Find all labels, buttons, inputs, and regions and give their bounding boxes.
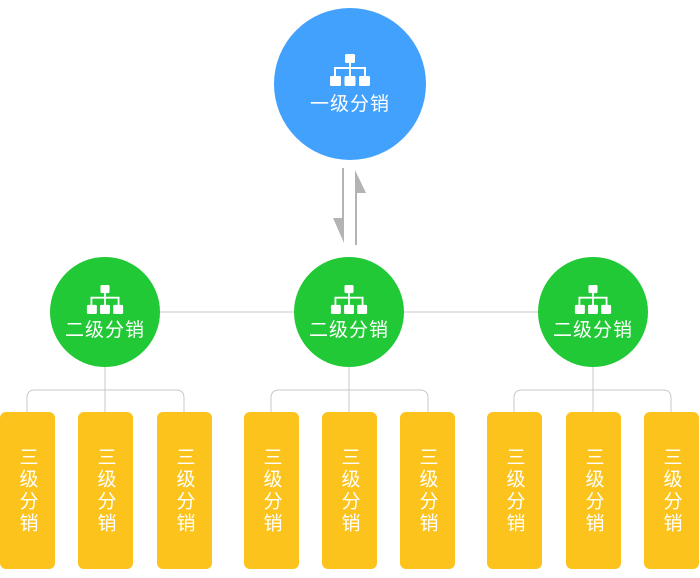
level3-node: 三级分销: [78, 412, 133, 569]
hierarchy-icon: [86, 284, 124, 315]
level2-node: 二级分销: [538, 257, 648, 367]
level3-label: 三级分销: [94, 446, 117, 535]
level1-node: 一级分销: [274, 8, 426, 160]
tree-connector-group-3: [513, 367, 672, 412]
level3-node: 三级分销: [487, 412, 542, 569]
level3-label: 三级分销: [16, 446, 39, 535]
level3-node: 三级分销: [322, 412, 377, 569]
level3-node: 三级分销: [644, 412, 699, 569]
level2-node: 二级分销: [294, 257, 404, 367]
level3-node: 三级分销: [0, 412, 55, 569]
level3-node: 三级分销: [566, 412, 621, 569]
tree-connector-group-1: [26, 367, 185, 412]
level3-label: 三级分销: [503, 446, 526, 535]
level3-label: 三级分销: [173, 446, 196, 535]
level2-node: 二级分销: [50, 257, 160, 367]
tree-connector-group-2: [270, 367, 429, 412]
level3-label: 三级分销: [660, 446, 683, 535]
level2-label: 二级分销: [308, 318, 389, 341]
level3-node: 三级分销: [400, 412, 455, 569]
level2-label: 二级分销: [64, 318, 145, 341]
down-arrow: [333, 168, 344, 243]
up-arrow: [355, 170, 366, 245]
hierarchy-icon: [330, 284, 368, 315]
level3-label: 三级分销: [582, 446, 605, 535]
hierarchy-icon: [574, 284, 612, 315]
level3-label: 三级分销: [260, 446, 283, 535]
level3-node: 三级分销: [157, 412, 212, 569]
level3-node: 三级分销: [244, 412, 299, 569]
hierarchy-icon: [329, 53, 371, 87]
level3-label: 三级分销: [338, 446, 361, 535]
level2-label: 二级分销: [552, 318, 633, 341]
level1-label: 一级分销: [309, 93, 390, 115]
level3-label: 三级分销: [416, 446, 439, 535]
